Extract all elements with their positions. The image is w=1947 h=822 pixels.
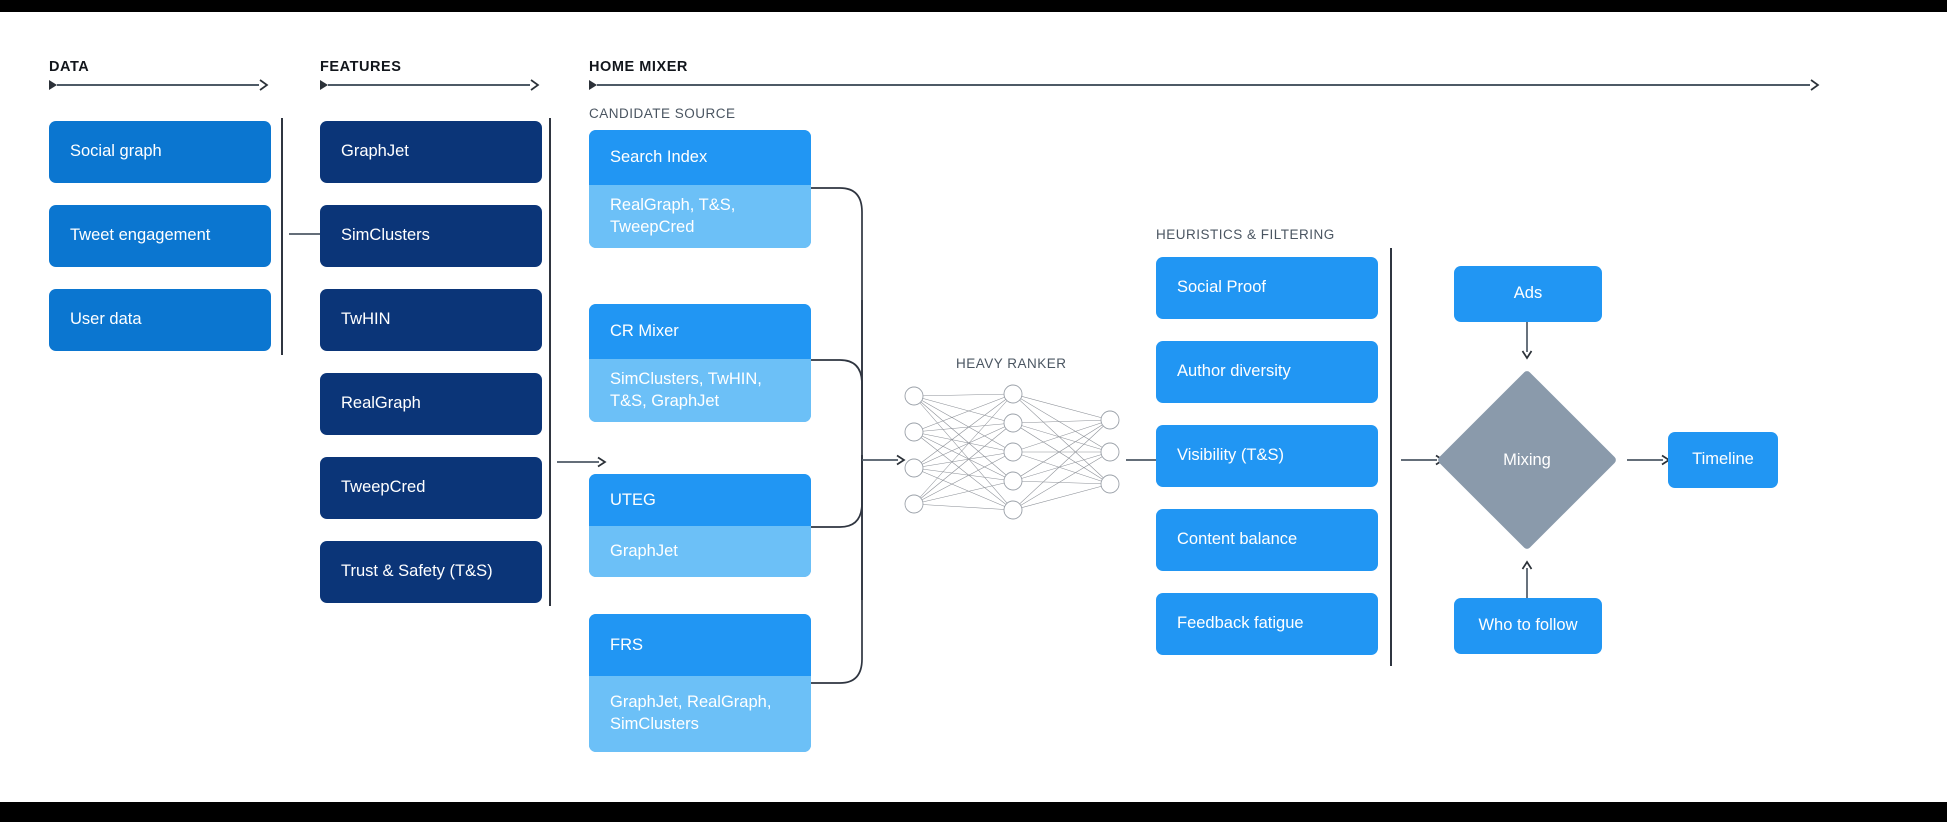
- output-box-label: Who to follow: [1478, 616, 1578, 635]
- feature-box-tweepcred[interactable]: TweepCred: [320, 457, 542, 519]
- section-label-heuristics: HEURISTICS & FILTERING: [1156, 227, 1335, 242]
- lane-arrow-features: [320, 78, 544, 92]
- candidate-source-cr-mixer[interactable]: CR Mixer SimClusters, TwHIN, T&S, GraphJ…: [589, 304, 811, 422]
- candidate-source-features: GraphJet, RealGraph, SimClusters: [589, 676, 811, 752]
- lane-title-home-mixer: HOME MIXER: [589, 59, 688, 75]
- arrow-tail: [49, 79, 57, 90]
- mixing-node[interactable]: Mixing: [1436, 369, 1618, 551]
- heuristic-box-visibility[interactable]: Visibility (T&S): [1156, 425, 1378, 487]
- section-label-candidate-source: CANDIDATE SOURCE: [589, 106, 736, 121]
- feature-box-label: RealGraph: [341, 394, 421, 413]
- heuristic-box-label: Visibility (T&S): [1177, 446, 1284, 465]
- output-box-label: Ads: [1513, 284, 1543, 303]
- candidate-source-features: RealGraph, T&S, TweepCred: [589, 185, 811, 248]
- feature-box-twhin[interactable]: TwHIN: [320, 289, 542, 351]
- output-box-timeline[interactable]: Timeline: [1668, 432, 1778, 488]
- network-edges: [913, 393, 1111, 511]
- heuristic-box-content-balance[interactable]: Content balance: [1156, 509, 1378, 571]
- bottom-frame-band: [0, 802, 1947, 822]
- candidate-source-uteg[interactable]: UTEG GraphJet: [589, 474, 811, 577]
- heuristic-box-label: Social Proof: [1177, 278, 1266, 297]
- feature-box-label: Trust & Safety (T&S): [341, 562, 493, 581]
- arrow-shaft: [328, 84, 530, 86]
- feature-box-label: TwHIN: [341, 310, 391, 329]
- divider-features-homemixer: [549, 118, 551, 606]
- candidate-source-frs[interactable]: FRS GraphJet, RealGraph, SimClusters: [589, 614, 811, 752]
- connector-ads-to-mixing: [1521, 322, 1533, 360]
- top-frame-band: [0, 0, 1947, 12]
- arrow-shaft: [57, 84, 259, 86]
- heuristic-box-feedback-fatigue[interactable]: Feedback fatigue: [1156, 593, 1378, 655]
- output-box-who-to-follow[interactable]: Who to follow: [1454, 598, 1602, 654]
- feature-box-label: TweepCred: [341, 478, 426, 497]
- data-box-social-graph[interactable]: Social graph: [49, 121, 271, 183]
- data-box-label: Social graph: [70, 142, 162, 161]
- candidate-source-title: UTEG: [589, 474, 811, 526]
- arrow-tail: [589, 79, 597, 90]
- section-label-heavy-ranker: HEAVY RANKER: [956, 356, 1067, 371]
- heuristic-box-label: Content balance: [1177, 530, 1298, 549]
- connector-mixing-to-timeline: [1627, 454, 1671, 466]
- arrow-head-icon: [530, 78, 540, 91]
- feature-box-trust-safety[interactable]: Trust & Safety (T&S): [320, 541, 542, 603]
- output-box-ads[interactable]: Ads: [1454, 266, 1602, 322]
- divider-data-features: [281, 118, 283, 355]
- feature-box-graphjet[interactable]: GraphJet: [320, 121, 542, 183]
- connector-who-to-follow-to-mixing: [1521, 560, 1533, 598]
- lane-arrow-home-mixer: [589, 78, 1824, 92]
- heavy-ranker-network: [904, 384, 1120, 520]
- connector-features-to-candidates: [557, 456, 607, 468]
- arrow-head-icon: [259, 78, 269, 91]
- data-box-tweet-engagement[interactable]: Tweet engagement: [49, 205, 271, 267]
- candidate-source-title: FRS: [589, 614, 811, 676]
- lane-title-data: DATA: [49, 59, 90, 75]
- mixing-label: Mixing: [1503, 450, 1551, 469]
- lane-arrow-data: [49, 78, 273, 92]
- heuristic-box-author-diversity[interactable]: Author diversity: [1156, 341, 1378, 403]
- data-box-label: User data: [70, 310, 142, 329]
- lane-title-features: FEATURES: [320, 59, 402, 75]
- feature-box-label: GraphJet: [341, 142, 409, 161]
- output-box-label: Timeline: [1692, 450, 1754, 469]
- candidate-source-title: Search Index: [589, 130, 811, 185]
- feature-box-realgraph[interactable]: RealGraph: [320, 373, 542, 435]
- divider-heuristics-outputs: [1390, 248, 1392, 666]
- heuristic-box-social-proof[interactable]: Social Proof: [1156, 257, 1378, 319]
- arrow-tail: [320, 79, 328, 90]
- candidate-source-features: SimClusters, TwHIN, T&S, GraphJet: [589, 359, 811, 422]
- candidate-source-title: CR Mixer: [589, 304, 811, 359]
- feature-box-simclusters[interactable]: SimClusters: [320, 205, 542, 267]
- candidate-source-search-index[interactable]: Search Index RealGraph, T&S, TweepCred: [589, 130, 811, 248]
- arrow-shaft: [597, 84, 1810, 86]
- candidate-source-features: GraphJet: [589, 526, 811, 577]
- heuristic-box-label: Feedback fatigue: [1177, 614, 1304, 633]
- network-nodes: [904, 384, 1120, 520]
- arrow-head-icon: [1810, 78, 1820, 91]
- data-box-user-data[interactable]: User data: [49, 289, 271, 351]
- heuristic-box-label: Author diversity: [1177, 362, 1291, 381]
- data-box-label: Tweet engagement: [70, 226, 211, 245]
- feature-box-label: SimClusters: [341, 226, 430, 245]
